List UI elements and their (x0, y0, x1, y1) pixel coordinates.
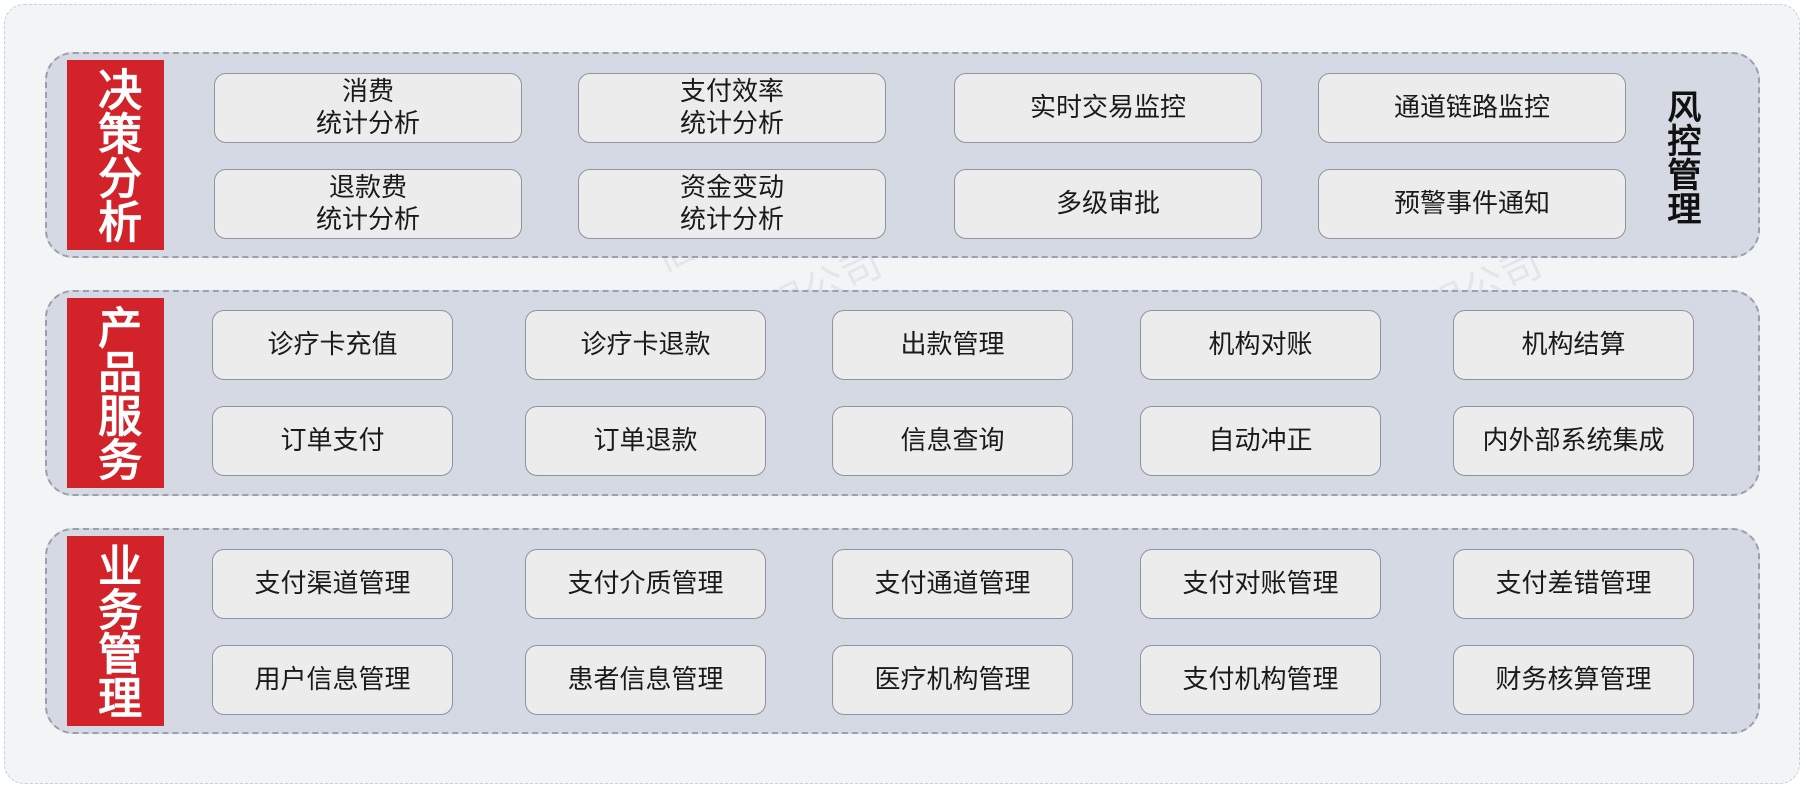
item-box: 多级审批 (954, 169, 1262, 239)
item-box: 订单支付 (212, 406, 453, 476)
item-box: 实时交易监控 (954, 73, 1262, 143)
item-box: 预警事件通知 (1318, 169, 1626, 239)
item-box: 信息查询 (832, 406, 1073, 476)
item-box: 机构结算 (1453, 310, 1694, 380)
item-box: 支付对账管理 (1140, 549, 1381, 619)
section-tag-business: 业务管理 (67, 536, 164, 726)
item-box: 机构对账 (1140, 310, 1381, 380)
side-label-risk: 风控管理 (1660, 89, 1701, 225)
item-box: 出款管理 (832, 310, 1073, 380)
item-box: 财务核算管理 (1453, 645, 1694, 715)
item-box: 医疗机构管理 (832, 645, 1073, 715)
item-box: 内外部系统集成 (1453, 406, 1694, 476)
item-box: 订单退款 (525, 406, 766, 476)
item-box: 诊疗卡退款 (525, 310, 766, 380)
section-tag-product: 产品服务 (67, 298, 164, 488)
item-box: 支付差错管理 (1453, 549, 1694, 619)
item-box: 通道链路监控 (1318, 73, 1626, 143)
section-tag-decision: 决策分析 (67, 60, 164, 250)
item-box: 支付效率 统计分析 (578, 73, 886, 143)
item-box: 消费 统计分析 (214, 73, 522, 143)
item-box: 支付介质管理 (525, 549, 766, 619)
item-box: 支付机构管理 (1140, 645, 1381, 715)
item-box: 用户信息管理 (212, 645, 453, 715)
item-box: 诊疗卡充值 (212, 310, 453, 380)
item-box: 患者信息管理 (525, 645, 766, 715)
item-box: 支付渠道管理 (212, 549, 453, 619)
item-box: 退款费 统计分析 (214, 169, 522, 239)
item-box: 自动冲正 (1140, 406, 1381, 476)
item-box: 资金变动 统计分析 (578, 169, 886, 239)
item-box: 支付通道管理 (832, 549, 1073, 619)
